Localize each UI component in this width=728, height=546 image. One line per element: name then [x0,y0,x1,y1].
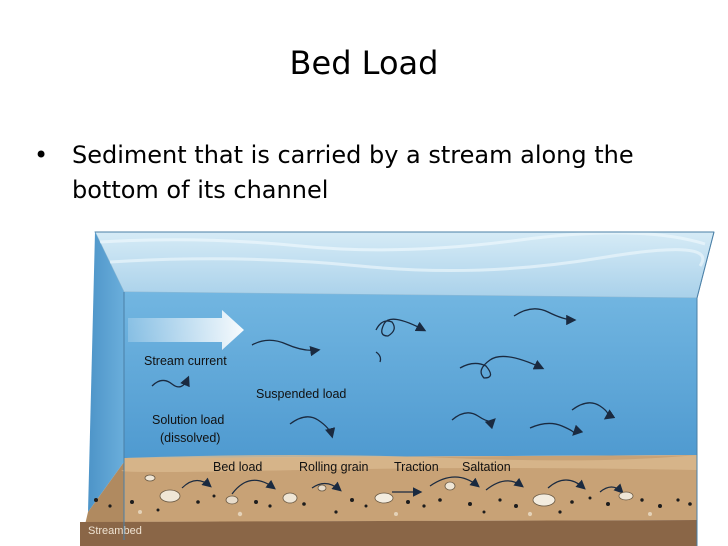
block-outline [95,231,715,546]
label-streambed: Streambed [88,525,142,537]
sediment-layer [124,455,697,522]
bullet-point: • Sediment that is carried by a stream a… [34,138,694,208]
slide-title: Bed Load [289,44,439,82]
stream-current-arrow [128,310,244,350]
bullet-text: Sediment that is carried by a stream alo… [72,141,634,204]
water-surface [94,231,715,299]
bullet-marker: • [34,141,49,169]
label-bed-load: Bed load [213,460,262,474]
water-side-face [88,232,124,512]
sediment-grains [94,474,692,517]
label-dissolved: (dissolved) [160,431,220,445]
streambed [80,520,697,546]
label-rolling-grain: Rolling grain [299,460,369,474]
water-front [124,292,697,458]
label-stream-current: Stream current [144,354,227,368]
label-solution-load: Solution load [152,413,224,427]
label-traction: Traction [394,460,439,474]
label-suspended-load: Suspended load [256,387,346,401]
suspended-load-paths [151,308,616,439]
bed-load-paths [181,476,624,497]
label-saltation: Saltation [462,460,511,474]
